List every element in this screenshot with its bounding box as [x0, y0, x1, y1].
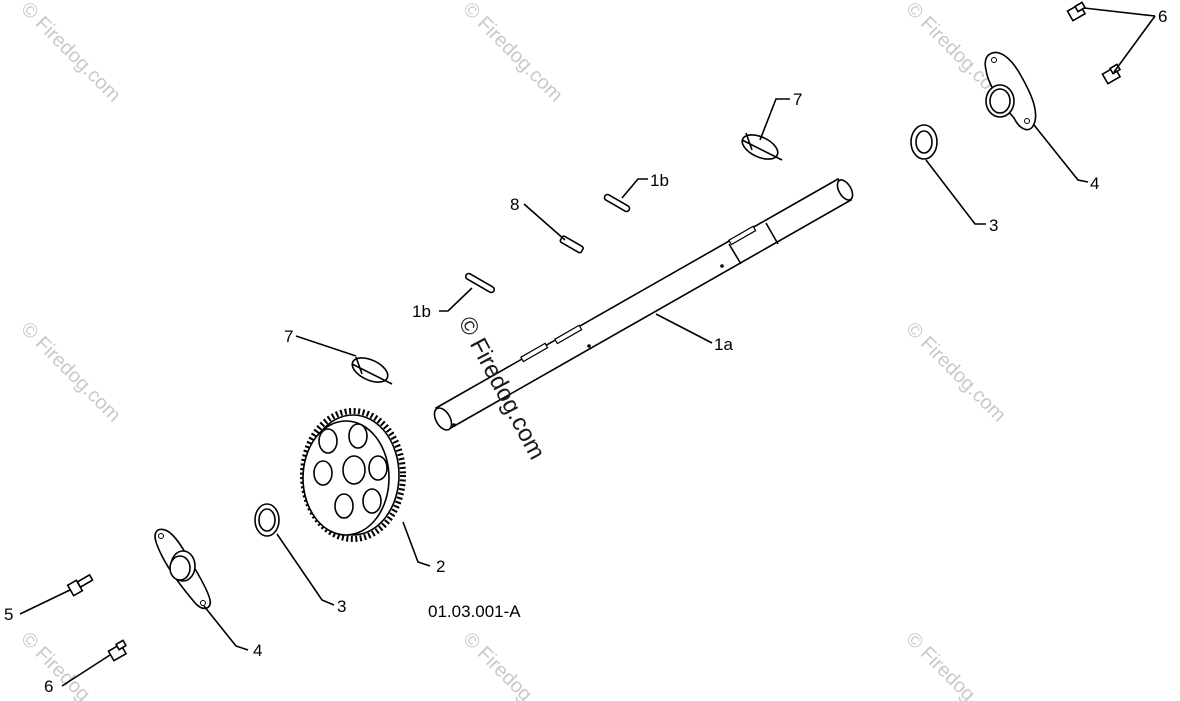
gear-part	[300, 408, 406, 542]
callout-nut-top-right: 6	[1158, 7, 1167, 26]
drawing-code: 01.03.001-A	[428, 602, 521, 621]
pin-upper-part	[603, 193, 631, 213]
key-part	[559, 235, 584, 254]
clip-right-part	[741, 132, 783, 161]
callout-clip-right: 7	[793, 90, 802, 109]
callout-labels: 1a 1b 1b 8 7 7 2 3 3 4 4 5 6 6	[4, 7, 1167, 696]
watermark-group: © Firedog.com © Firedog.com © Firedog.co…	[16, 0, 1010, 701]
callout-washer-right: 3	[989, 216, 998, 235]
callout-shaft: 1a	[714, 335, 733, 354]
watermark-8: © Firedog.com	[901, 628, 1010, 701]
nut-bottom-left-part	[107, 639, 128, 662]
callout-pin-upper: 1b	[650, 171, 669, 190]
nut-top-right-part	[1066, 1, 1087, 22]
callout-bearing-right: 4	[1090, 174, 1099, 193]
watermark-6: © Firedog.com	[16, 628, 125, 701]
watermark-5: © Firedog.com	[901, 318, 1010, 427]
watermark-1: © Firedog.com	[16, 0, 125, 106]
callout-key: 8	[510, 195, 519, 214]
callout-gear: 2	[436, 557, 445, 576]
watermark-center: © Firedog.com	[453, 312, 551, 464]
callout-nut-bottom-left: 6	[44, 677, 53, 696]
callout-pin-lower: 1b	[412, 302, 431, 321]
callout-washer-left: 3	[337, 597, 346, 616]
bolt-part	[66, 573, 94, 597]
watermark-2: © Firedog.com	[458, 0, 567, 106]
watermark-7: © Firedog.com	[458, 628, 567, 701]
watermark-4: © Firedog.com	[16, 318, 125, 427]
washer-left-part	[254, 503, 280, 537]
callout-clip-left: 7	[284, 327, 293, 346]
callout-bolt: 5	[4, 605, 13, 624]
pin-lower-part	[464, 272, 496, 294]
washer-right-part	[910, 124, 938, 160]
shaft-part	[433, 177, 854, 431]
callout-bearing-left: 4	[253, 641, 262, 660]
bearing-right-part	[984, 51, 1037, 131]
clip-left-part	[351, 356, 393, 385]
bearing-left-part	[154, 528, 212, 610]
leader-lines	[19, 7, 1156, 687]
